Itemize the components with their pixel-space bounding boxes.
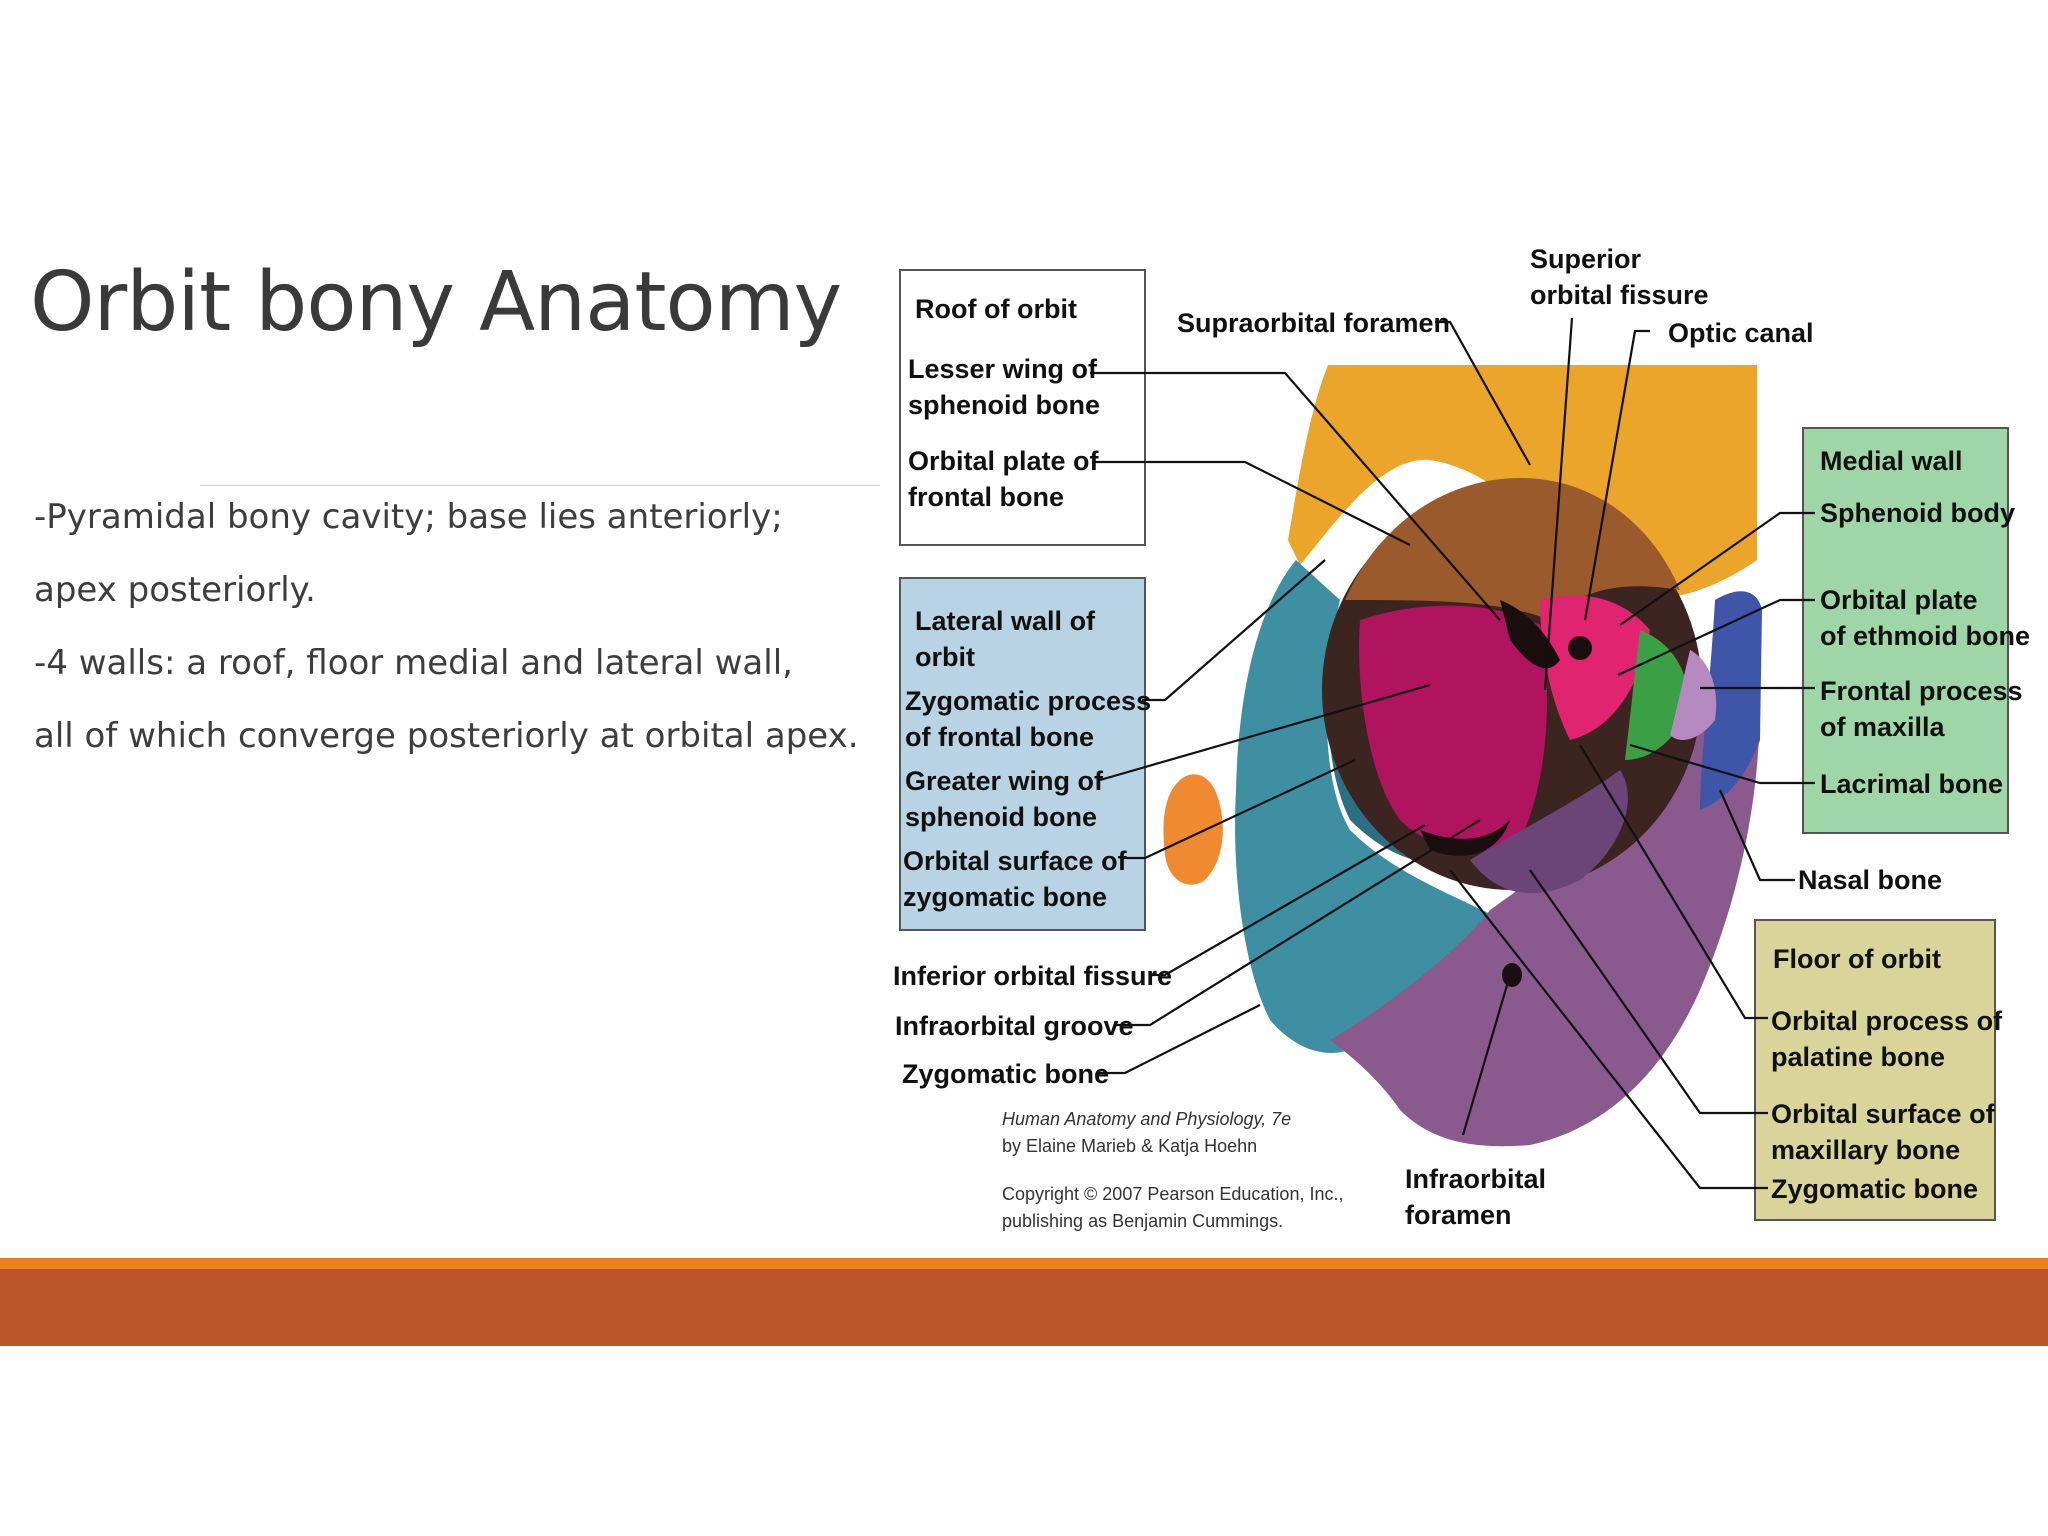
- label-zygomatic-process-1: Zygomatic process: [905, 686, 1151, 716]
- title-divider: [200, 485, 880, 486]
- sphenoid-body-shape: [1540, 595, 1650, 740]
- label-lacrimal-bone: Lacrimal bone: [1820, 769, 2003, 799]
- label-lateral-title-1: Lateral wall of: [915, 606, 1096, 636]
- credit-book-2: by Elaine Marieb & Katja Hoehn: [1002, 1136, 1257, 1156]
- label-optic-canal: Optic canal: [1668, 318, 1814, 348]
- credit-book-1: Human Anatomy and Physiology, 7e: [1002, 1109, 1291, 1129]
- infraorbital-foramen-shape: [1502, 963, 1522, 987]
- inferior-fissure-shape: [1420, 820, 1510, 856]
- credit-copyright-2: publishing as Benjamin Cummings.: [1002, 1211, 1283, 1231]
- credit-copyright-1: Copyright © 2007 Pearson Education, Inc.…: [1002, 1184, 1343, 1204]
- superior-fissure-shape: [1500, 600, 1560, 669]
- label-superior-fissure-1: Superior: [1530, 244, 1642, 274]
- bullet-line-1: -Pyramidal bony cavity; base lies anteri…: [34, 497, 783, 537]
- bullet-line-2: apex posteriorly.: [34, 570, 316, 610]
- label-orbital-plate-ethmoid-1: Orbital plate: [1820, 585, 1978, 615]
- label-infraorbital-groove: Infraorbital groove: [895, 1011, 1134, 1041]
- label-zygomatic-bone-right: Zygomatic bone: [1771, 1174, 1978, 1204]
- lacrimal-shape: [1670, 650, 1717, 740]
- labels: Roof of orbit Lesser wing of sphenoid bo…: [893, 244, 2030, 1231]
- label-orbital-process-palatine-1: Orbital process of: [1771, 1006, 2003, 1036]
- medial-wall-box: [1802, 427, 2009, 834]
- roof-box: [899, 269, 1146, 546]
- orbital-roof-shape: [1345, 478, 1680, 620]
- label-lesser-wing-1: Lesser wing of: [908, 354, 1098, 384]
- nasal-bone-shape: [1700, 591, 1762, 810]
- label-orbital-surface-zyg-1: Orbital surface of: [903, 846, 1128, 876]
- optic-canal-shape: [1568, 636, 1592, 660]
- leader-lines: [1090, 317, 1815, 1190]
- label-orbital-surface-zyg-2: zygomatic bone: [903, 882, 1107, 912]
- label-orbital-plate-frontal-1: Orbital plate of: [908, 446, 1100, 476]
- label-orbital-process-palatine-2: palatine bone: [1771, 1042, 1945, 1072]
- label-zygomatic-bone-left: Zygomatic bone: [902, 1059, 1109, 1089]
- label-orbital-surface-max-1: Orbital surface of: [1771, 1099, 1996, 1129]
- label-nasal-bone: Nasal bone: [1798, 865, 1942, 895]
- label-orbital-plate-frontal-2: frontal bone: [908, 482, 1064, 512]
- footer-accent-stripe: [0, 1258, 2048, 1269]
- bullet-line-3: -4 walls: a roof, floor medial and later…: [34, 643, 793, 683]
- slide-title: Orbit bony Anatomy: [30, 255, 842, 350]
- label-frontal-process-2: of maxilla: [1820, 712, 1946, 742]
- label-lesser-wing-2: sphenoid bone: [908, 390, 1100, 420]
- zygomatic-rim-shape: [1235, 560, 1520, 1053]
- label-floor-title: Floor of orbit: [1773, 944, 1941, 974]
- label-greater-wing-1: Greater wing of: [905, 766, 1104, 796]
- label-greater-wing-2: sphenoid bone: [905, 802, 1097, 832]
- lateral-wall-box: [899, 577, 1146, 931]
- orbital-floor-shape: [1470, 770, 1628, 894]
- label-orbital-plate-ethmoid-2: of ethmoid bone: [1820, 621, 2030, 651]
- label-frontal-process-1: Frontal process: [1820, 676, 2023, 706]
- label-lateral-title-2: orbit: [915, 642, 975, 672]
- label-medial-title: Medial wall: [1820, 446, 1963, 476]
- label-roof-title: Roof of orbit: [915, 294, 1077, 324]
- label-superior-fissure-2: orbital fissure: [1530, 280, 1709, 310]
- greater-wing-shape: [1359, 605, 1548, 851]
- bullet-line-4: all of which converge posteriorly at orb…: [34, 716, 859, 756]
- floor-box: [1754, 919, 1996, 1221]
- footer-band: [0, 1269, 2048, 1346]
- label-sphenoid-body: Sphenoid body: [1820, 498, 2015, 528]
- label-orbital-surface-max-2: maxillary bone: [1771, 1135, 1960, 1165]
- label-infraorbital-foramen-1: Infraorbital: [1405, 1164, 1546, 1194]
- skull-illustration: [1163, 365, 1762, 1147]
- label-inferior-orbital-fissure: Inferior orbital fissure: [893, 961, 1172, 991]
- label-infraorbital-foramen-2: foramen: [1405, 1200, 1512, 1230]
- zygomatic-process-tip-shape: [1163, 774, 1223, 885]
- label-supraorbital-foramen: Supraorbital foramen: [1177, 308, 1450, 338]
- label-zygomatic-process-2: of frontal bone: [905, 722, 1094, 752]
